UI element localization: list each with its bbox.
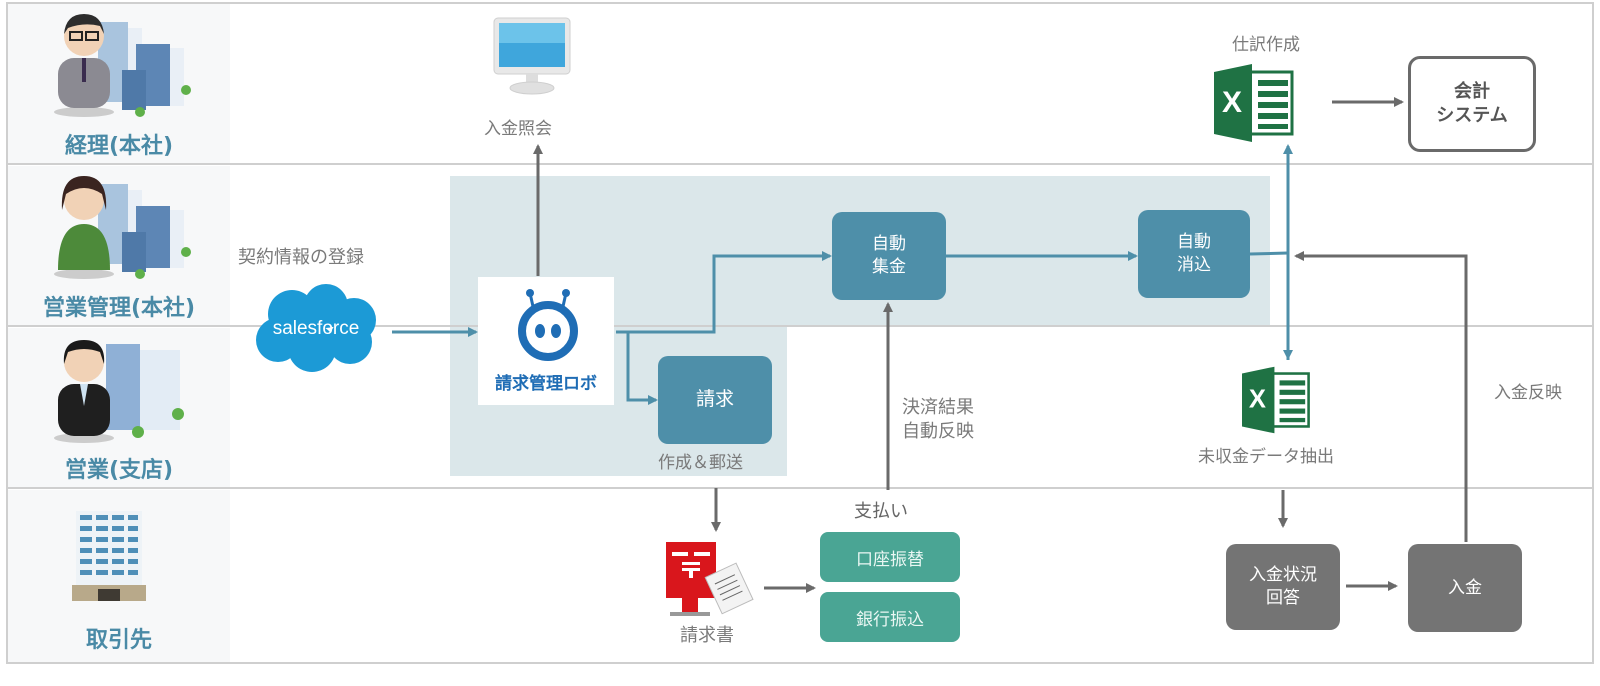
lane-label-accounting: 経理(本社) [64,134,174,159]
billing-box: 請求 [658,356,772,444]
monitor-icon [493,17,571,95]
office-building-icon [72,511,146,601]
arrow-reconcile-to-excel [1249,251,1289,256]
robo-logo-card: 請求管理ロボ [478,277,614,405]
payment-reflect-label: 入金反映 [1494,383,1562,403]
lane-divider [6,163,1594,165]
lane-label-client: 取引先 [85,628,152,653]
settlement-result-label: 決済結果 自動反映 [902,397,974,443]
postbox-icon [666,542,754,616]
excel-icon: X [1242,366,1310,434]
bank-transfer-box: 銀行振込 [820,592,960,642]
payment-status-box: 入金状況 回答 [1226,544,1340,630]
invoice-doc-label: 請求書 [680,625,734,646]
salesman-building-icon [54,340,184,443]
arrow-robo-to-billing [626,332,658,405]
diagram-frame [6,2,1594,664]
excel-icon: X [1214,64,1294,142]
arrow-robo-to-collect [616,251,832,334]
creation-mailing-label: 作成＆郵送 [658,453,743,473]
lane-label-sales-admin: 営業管理(本社) [42,296,196,321]
salesforce-logo: salesforce [256,284,376,372]
account-transfer-box: 口座振替 [820,532,960,582]
salesforce-text: salesforce [273,318,360,339]
journal-creation-label: 仕訳作成 [1232,35,1300,55]
uncollected-extract-label: 未収金データ抽出 [1198,447,1334,467]
lane-divider [6,325,1594,327]
manager-glasses-buildings-icon [54,14,191,117]
svg-text:X: X [1249,386,1266,414]
auto-reconcile-box: 自動 消込 [1138,210,1250,298]
robo-logo-text: 請求管理ロボ [495,374,597,394]
lane-divider [6,487,1594,489]
robot-icon [518,289,578,361]
contract-registration-label: 契約情報の登録 [238,247,364,268]
auto-collect-box: 自動 集金 [832,212,946,300]
accounting-system-box: 会計 システム [1408,56,1536,152]
arrow-payment-reflect [1294,251,1468,542]
payment-box: 入金 [1408,544,1522,632]
payment-inquiry-label: 入金照会 [484,119,552,139]
lane-label-sales-branch: 営業(支店) [64,458,174,483]
payment-methods-label: 支払い [854,501,908,522]
woman-buildings-icon [54,176,191,279]
svg-text:X: X [1222,86,1242,119]
